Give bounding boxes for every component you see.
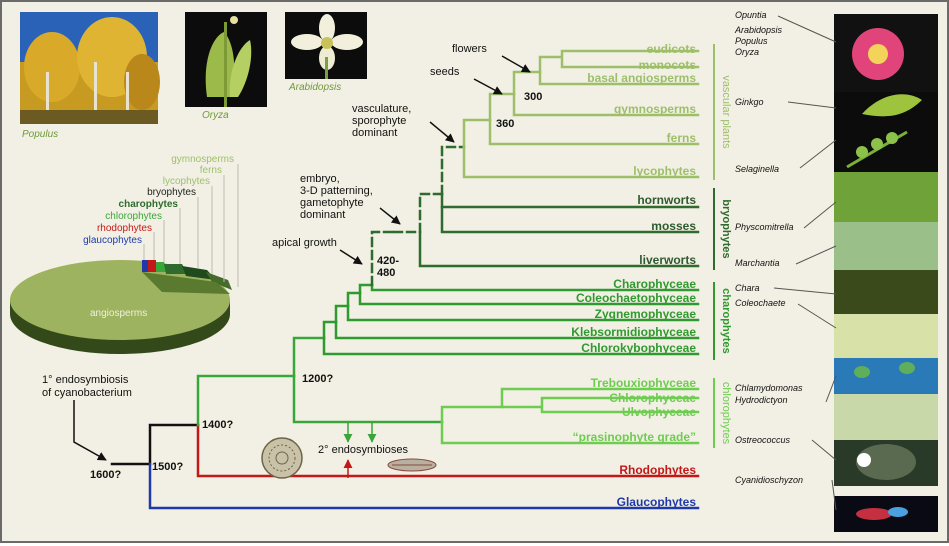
event-embryo-arrow: [379, 207, 401, 225]
species-physcomitrella: Physcomitrella: [735, 222, 794, 232]
species-cyanidioschyzon: Cyanidioschyzon: [735, 475, 803, 485]
photo-arabidopsis-caption: Arabidopsis: [288, 82, 341, 93]
event-embryo-1: embryo,: [300, 173, 340, 185]
pie-label-ferns: ferns: [200, 165, 222, 176]
photo-populus: [20, 12, 160, 124]
species-chlamydomonas: Chlamydomonas: [735, 383, 803, 393]
photo-arabidopsis: [285, 12, 367, 79]
event-seeds: seeds: [430, 66, 460, 78]
clade-ulvophyceae: Ulvophyceae: [622, 405, 696, 419]
event-embryo-4: dominant: [300, 209, 345, 221]
photo-populus-caption: Populus: [22, 129, 58, 140]
clade-liverworts: liverworts: [639, 253, 696, 267]
pie-label-glaucophytes: glaucophytes: [83, 235, 142, 246]
species-pie-chart: [10, 260, 232, 354]
date-480: 480: [377, 267, 395, 279]
photo-oryza-caption: Oryza: [202, 110, 229, 121]
event-primary-endosymbiosis-1: 1° endosymbiosis: [42, 374, 129, 386]
species-chara: Chara: [735, 283, 760, 293]
group-vascular-plants: vascular plants: [720, 75, 732, 149]
event-embryo-2: 3-D patterning,: [300, 185, 373, 197]
event-flowers-arrow: [501, 55, 531, 73]
species-selaginella: Selaginella: [735, 164, 779, 174]
photo-oryza: [185, 12, 267, 107]
date-420: 420-: [377, 255, 399, 267]
event-vasculature-3: dominant: [352, 127, 397, 139]
species-coleochaete: Coleochaete: [735, 298, 786, 308]
pie-label-charophytes: charophytes: [119, 199, 179, 210]
clade-gymnosperms: gymnosperms: [614, 102, 696, 116]
pie-label-lycophytes: lycophytes: [163, 176, 210, 187]
event-seeds-arrow: [473, 78, 503, 95]
pie-label-bryophytes: bryophytes: [147, 187, 196, 198]
clade-trebouxiophyceae: Trebouxiophyceae: [591, 376, 697, 390]
species-ostreococcus: Ostreococcus: [735, 435, 791, 445]
clade-hornworts: hornworts: [637, 193, 696, 207]
pie-label-rhodophytes: rhodophytes: [97, 223, 152, 234]
date-1500: 1500?: [152, 461, 183, 473]
clade-rhodophytes: Rhodophytes: [619, 463, 696, 477]
date-300: 300: [524, 91, 542, 103]
clade-mosses: mosses: [651, 219, 696, 233]
event-vasculature-arrow: [429, 121, 455, 143]
clade-monocots: monocots: [639, 58, 697, 72]
event-flowers: flowers: [452, 43, 487, 55]
species-leader-lines: [773, 15, 837, 511]
group-charophytes: charophytes: [720, 288, 732, 353]
clade-ferns: ferns: [667, 131, 697, 145]
pie-label-chlorophytes: chlorophytes: [105, 211, 162, 222]
group-bryophytes: bryophytes: [720, 199, 732, 258]
event-primary-endosymbiosis-2: of cyanobacterium: [42, 387, 132, 399]
species-arabidopsis: Arabidopsis: [734, 25, 783, 35]
clade-coleochaetophyceae: Coleochaetophyceae: [576, 291, 696, 305]
clade-glaucophytes: Glaucophytes: [617, 495, 697, 509]
species-populus: Populus: [735, 36, 768, 46]
species-marchantia: Marchantia: [735, 258, 780, 268]
pie-label-angiosperms: angiosperms: [90, 308, 147, 319]
clade-eudicots: eudicots: [647, 42, 697, 56]
species-opuntia: Opuntia: [735, 10, 767, 20]
event-apical-arrow: [339, 249, 363, 265]
pie-leader-lines: [143, 164, 239, 287]
clade-lycophytes: lycophytes: [633, 164, 696, 178]
clade-chlorokybophyceae: Chlorokybophyceae: [581, 341, 696, 355]
species-hydrodictyon: Hydrodictyon: [735, 395, 788, 405]
date-1600: 1600?: [90, 469, 121, 481]
clade-charophyceae: Charophyceae: [613, 277, 696, 291]
event-secondary-endosymbioses: 2° endosymbioses: [318, 444, 409, 456]
date-1400: 1400?: [202, 419, 233, 431]
clade-klebsormidiophyceae: Klebsormidiophyceae: [571, 325, 696, 339]
event-vasculature-2: sporophyte: [352, 115, 406, 127]
species-photos: [834, 14, 938, 532]
pie-label-gymnosperms: gymnosperms: [171, 154, 234, 165]
event-primary-arrow: [73, 400, 107, 461]
species-oryza: Oryza: [735, 47, 759, 57]
event-embryo-3: gametophyte: [300, 197, 364, 209]
date-1200: 1200?: [302, 373, 333, 385]
diatom-image: [261, 437, 303, 479]
tree-branches: [110, 49, 700, 510]
species-ginkgo: Ginkgo: [735, 97, 764, 107]
event-vasculature-1: vasculature,: [352, 103, 411, 115]
clade-zygnemophyceae: Zygnemophyceae: [595, 307, 697, 321]
clade-prasinophyte-grade: “prasinophyte grade”: [573, 430, 696, 444]
clade-chlorophyceae: Chlorophyceae: [609, 391, 696, 405]
group-chlorophytes: chlorophytes: [720, 382, 732, 445]
dinoflagellate-image: [387, 458, 437, 472]
clade-basal-angiosperms: basal angiosperms: [587, 71, 696, 85]
date-360: 360: [496, 118, 514, 130]
event-apical-growth: apical growth: [272, 237, 337, 249]
